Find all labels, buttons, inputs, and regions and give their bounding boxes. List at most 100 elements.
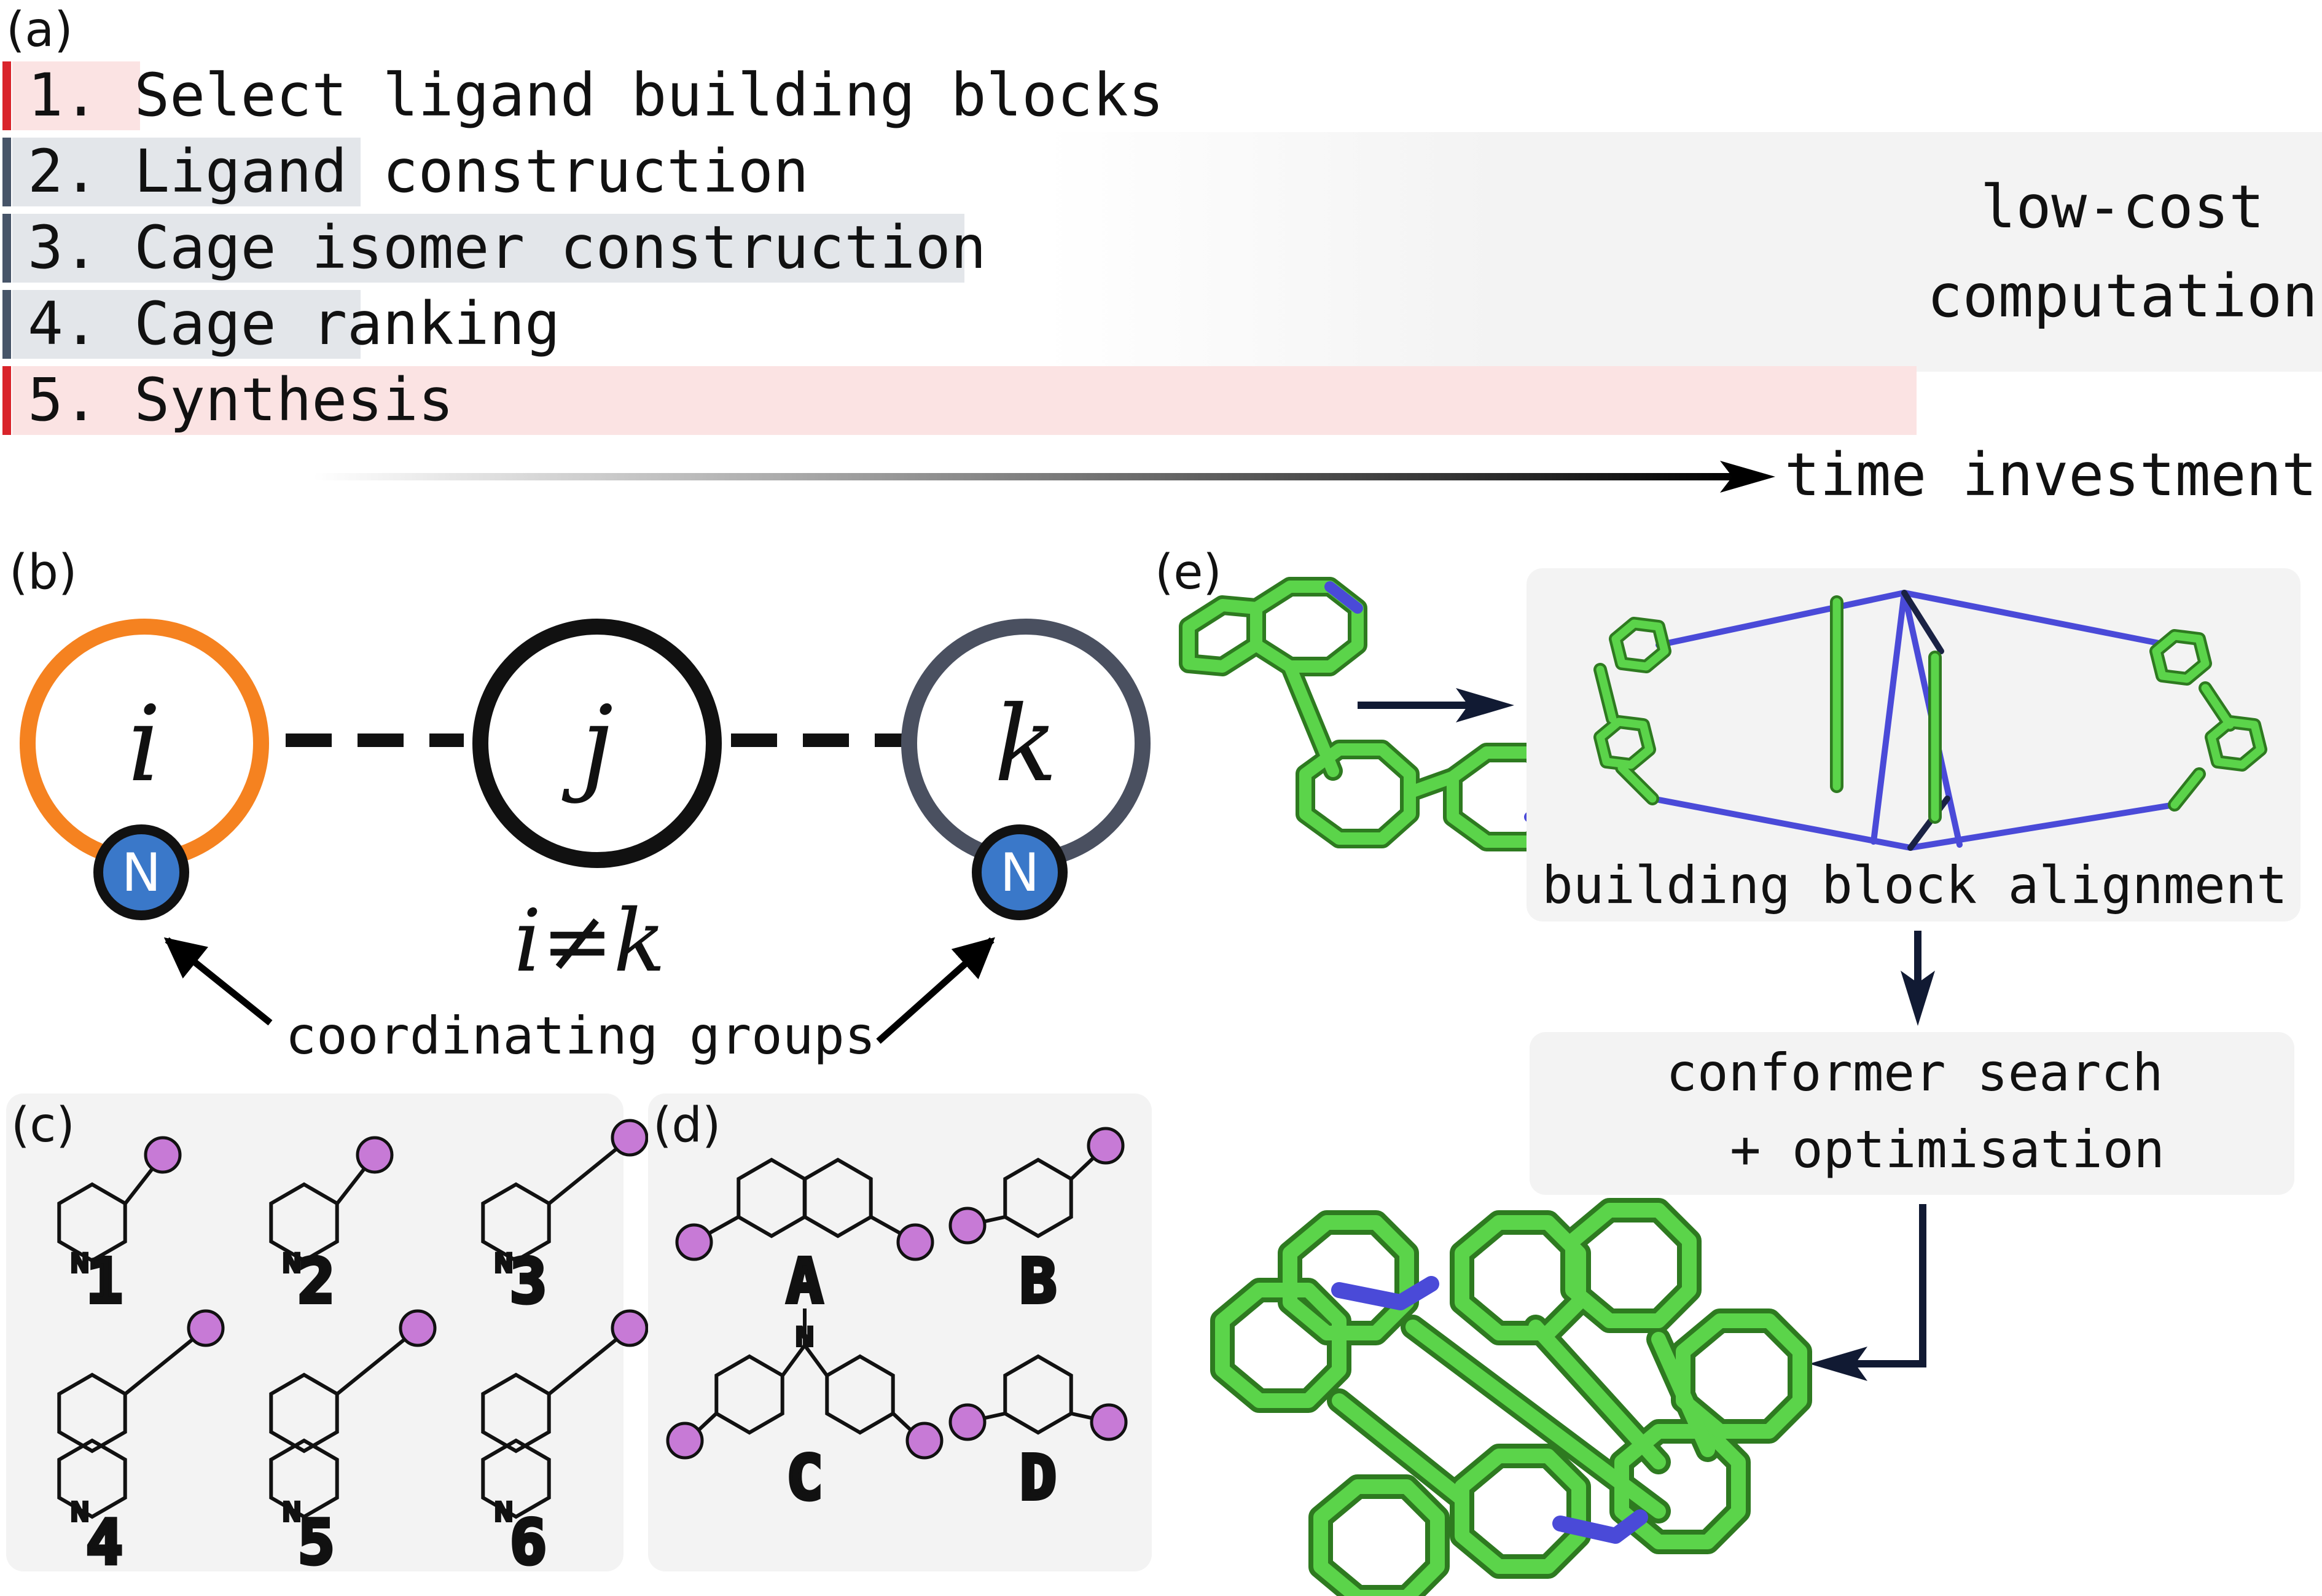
step-bar — [12, 138, 361, 206]
attachment-dot — [905, 1422, 944, 1460]
step-label: 1. Select ligand building blocks — [28, 61, 1164, 130]
lowcost-backdrop — [1044, 132, 2322, 372]
attachment-dot — [356, 1136, 394, 1174]
step-label: 3. Cage isomer construction — [28, 213, 987, 282]
panel-e-label: (e) — [1155, 545, 1222, 600]
step-row: 4. Cage ranking — [2, 289, 560, 359]
n-atom-k — [972, 824, 1068, 920]
molecule-number: 5 — [298, 1506, 335, 1578]
ligand-fragment-3: N3 — [481, 1119, 649, 1319]
linker-fragment-C: NC — [666, 1308, 944, 1516]
lowcost-line1: low-cost — [1980, 173, 2264, 241]
step-bar — [12, 290, 361, 359]
attachment-dot — [948, 1403, 987, 1441]
step-bar — [12, 61, 140, 130]
molecule-number: 6 — [510, 1506, 547, 1578]
step-marker — [2, 214, 11, 283]
alignment-box — [1526, 568, 2300, 921]
n-atom-i-label: N — [122, 842, 161, 904]
linker-fragment-B: B — [948, 1127, 1125, 1319]
step-row: 5. Synthesis — [2, 366, 1917, 435]
attachment-dot — [896, 1223, 934, 1261]
nitrogen-label: N — [71, 1250, 89, 1278]
step-bar — [12, 366, 1917, 435]
flow-arrow-down-head — [1901, 971, 1935, 1026]
attachment-dot — [948, 1207, 987, 1245]
attachment-dot — [675, 1223, 713, 1261]
alignment-caption: building block alignment — [1542, 855, 2288, 915]
input-ligand-model — [1179, 577, 1567, 851]
step-label: 4. Cage ranking — [28, 289, 560, 358]
n-atom-k-label: N — [1000, 842, 1039, 904]
conformer-box — [1530, 1032, 2294, 1195]
attachment-dot — [144, 1136, 182, 1174]
panel-a-label: (a) — [6, 2, 73, 58]
molecule-number: C — [786, 1442, 823, 1514]
step-marker — [2, 61, 11, 130]
attachment-dot — [1087, 1127, 1125, 1165]
molecule-number: 2 — [298, 1245, 335, 1317]
linker-fragment-A: A — [675, 1157, 934, 1319]
coordinating-caption: coordinating groups — [286, 1006, 876, 1066]
nitrogen-label: N — [71, 1498, 89, 1527]
ligand-fragment-5: N5 — [269, 1309, 437, 1580]
pointer-arrow-left — [163, 937, 273, 1026]
molecule-number: B — [1020, 1245, 1057, 1317]
node-k-label: k — [994, 684, 1057, 805]
ligand-fragment-1: N1 — [57, 1136, 182, 1319]
conformer-line2: + optimisation — [1730, 1119, 2165, 1179]
step-label: 2. Ligand construction — [28, 137, 809, 206]
node-i-label: i — [128, 684, 161, 805]
attachment-dot — [399, 1309, 437, 1347]
flow-arrow-elbow — [1855, 1204, 1926, 1367]
step-marker — [2, 366, 11, 435]
attachment-dot — [1090, 1403, 1128, 1441]
step-marker — [2, 138, 11, 206]
constraint-label: i≠k — [514, 891, 666, 992]
attachment-dot — [666, 1422, 704, 1460]
ligand-fragment-2: N2 — [269, 1136, 394, 1319]
time-arrow-shaft — [313, 473, 1738, 480]
nitrogen-label: N — [796, 1323, 814, 1352]
step-bar — [12, 214, 964, 283]
molecule-number: A — [786, 1245, 823, 1317]
panel-d-label: (d) — [653, 1098, 721, 1153]
ligand-fragment-4: N4 — [57, 1309, 225, 1580]
molecule-number: 4 — [86, 1506, 123, 1578]
nitrogen-label: N — [495, 1498, 513, 1527]
step-list: 1. Select ligand building blocks 2. Ligan… — [2, 61, 1917, 435]
step-marker — [2, 290, 11, 359]
step-row: 3. Cage isomer construction — [2, 213, 987, 283]
alignment-cage-model — [1593, 590, 2267, 851]
lowcost-line2: computation — [1927, 262, 2318, 331]
node-j-ring — [472, 619, 722, 868]
molecule-number: D — [1020, 1442, 1057, 1514]
step-row: 2. Ligand construction — [2, 137, 809, 206]
time-label: time investment — [1784, 440, 2317, 509]
attachment-dot — [611, 1119, 649, 1157]
panel-c-box — [6, 1093, 624, 1571]
flow-arrow-right-head — [1456, 688, 1514, 722]
linker-fragment-D: D — [948, 1354, 1128, 1516]
pointer-arrow-right — [876, 937, 995, 1044]
optimised-cage-model — [1210, 1198, 1812, 1596]
step-row: 1. Select ligand building blocks — [2, 61, 1164, 130]
panel-c-label: (c) — [11, 1098, 75, 1153]
conformer-line1: conformer search — [1666, 1042, 2163, 1103]
flow-arrow-elbow-head — [1809, 1347, 1867, 1381]
attachment-dot — [611, 1309, 649, 1347]
nitrogen-label: N — [495, 1250, 513, 1278]
ligand-fragment-6: N6 — [481, 1309, 649, 1580]
attachment-dot — [187, 1309, 225, 1347]
step-label: 5. Synthesis — [28, 366, 454, 434]
time-arrow-head — [1720, 461, 1775, 493]
molecule-number: 1 — [86, 1245, 123, 1317]
n-atom-i — [93, 824, 189, 920]
nitrogen-label: N — [283, 1250, 301, 1278]
panel-b-label: (b) — [9, 545, 77, 600]
nitrogen-label: N — [283, 1498, 301, 1527]
panel-d-box — [648, 1093, 1152, 1571]
molecule-number: 3 — [510, 1245, 547, 1317]
